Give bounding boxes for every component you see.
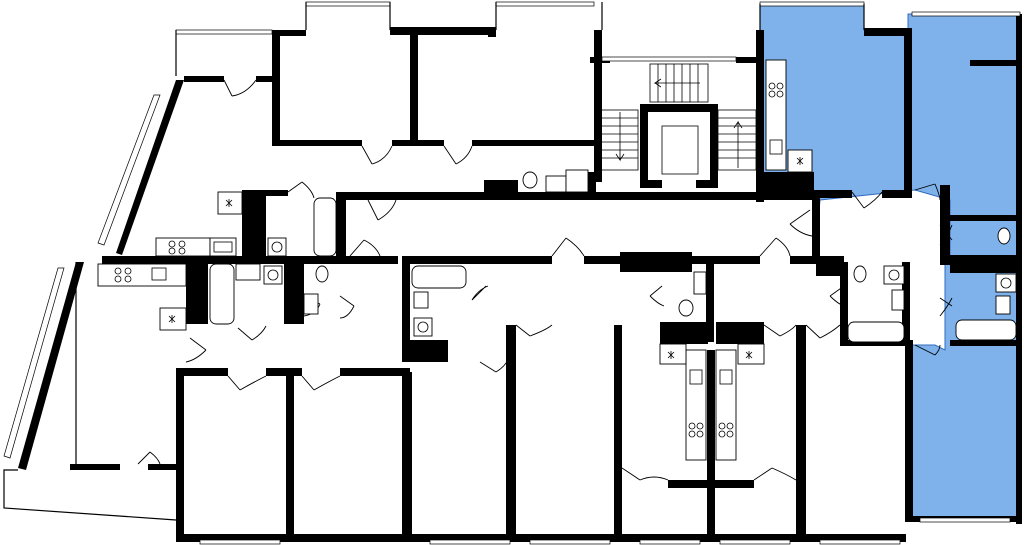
asterisk-icon (168, 157, 804, 359)
balconies (3, 2, 865, 521)
arrow-icon (733, 120, 743, 168)
bathtub-icon (313, 197, 337, 257)
bathtub-icon (955, 319, 1017, 341)
bathtub-icon (411, 265, 467, 289)
arrow-icon (615, 112, 625, 162)
bathtub-icon (847, 321, 905, 343)
interior-walls (102, 104, 1020, 376)
doors (137, 79, 953, 481)
bathtub-icon (209, 263, 235, 325)
bathroom-fixtures (209, 169, 1017, 343)
kitchen-fixtures (97, 59, 813, 461)
toilet-icon (315, 171, 1011, 317)
arrow-icon (653, 78, 700, 88)
windows (3, 1, 1021, 545)
stove-icon (114, 82, 784, 438)
staircase (599, 63, 757, 175)
washbasin-icon (235, 169, 1017, 337)
sink-icon (151, 139, 783, 385)
